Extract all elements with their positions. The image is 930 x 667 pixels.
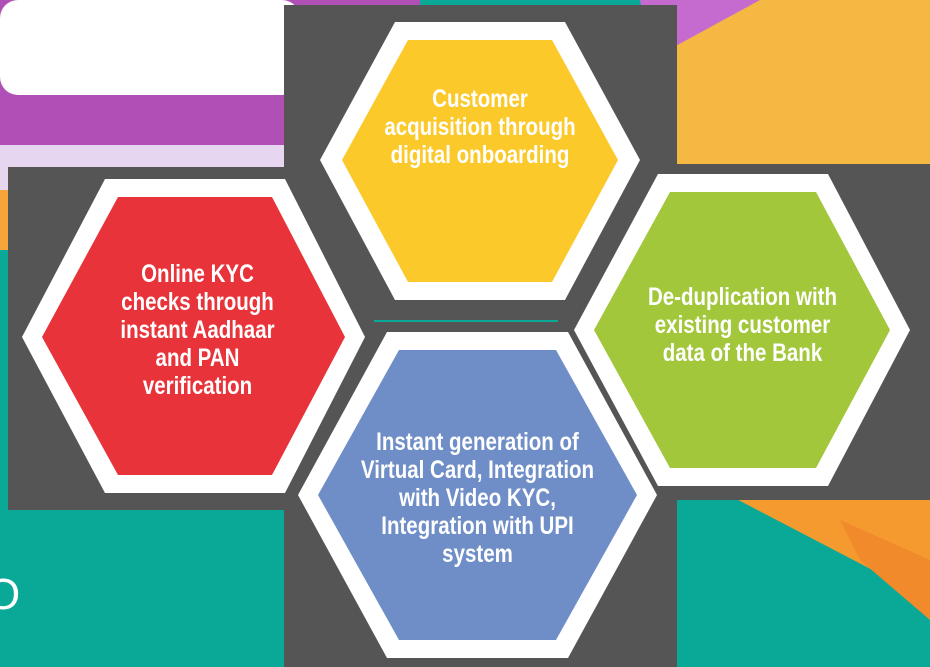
hexagon-kyc-label: Online KYC checks through instant Aadhaa… xyxy=(120,260,275,400)
hexagon-dedup-shape xyxy=(574,174,910,486)
hexagon-instant-shape xyxy=(298,332,657,658)
hexagon-kyc-shape xyxy=(22,179,365,493)
hexagon-online-kyc: Online KYC checks through instant Aadhaa… xyxy=(20,175,370,500)
hexagon-dedup-label: De-duplication with existing customer da… xyxy=(647,283,838,367)
hexagon-instant-label: Instant generation of Virtual Card, Inte… xyxy=(360,427,595,568)
hexagon-instant-generation: Instant generation of Virtual Card, Inte… xyxy=(295,330,660,660)
hexagon-acquisition-label: Customer acquisition through digital onb… xyxy=(384,85,576,169)
hexagon-acquisition-shape xyxy=(320,22,640,300)
hexagon-customer-acquisition: Customer acquisition through digital onb… xyxy=(300,10,660,310)
hexagon-de-duplication: De-duplication with existing customer da… xyxy=(570,170,915,490)
background-partial-text: O xyxy=(0,570,21,619)
